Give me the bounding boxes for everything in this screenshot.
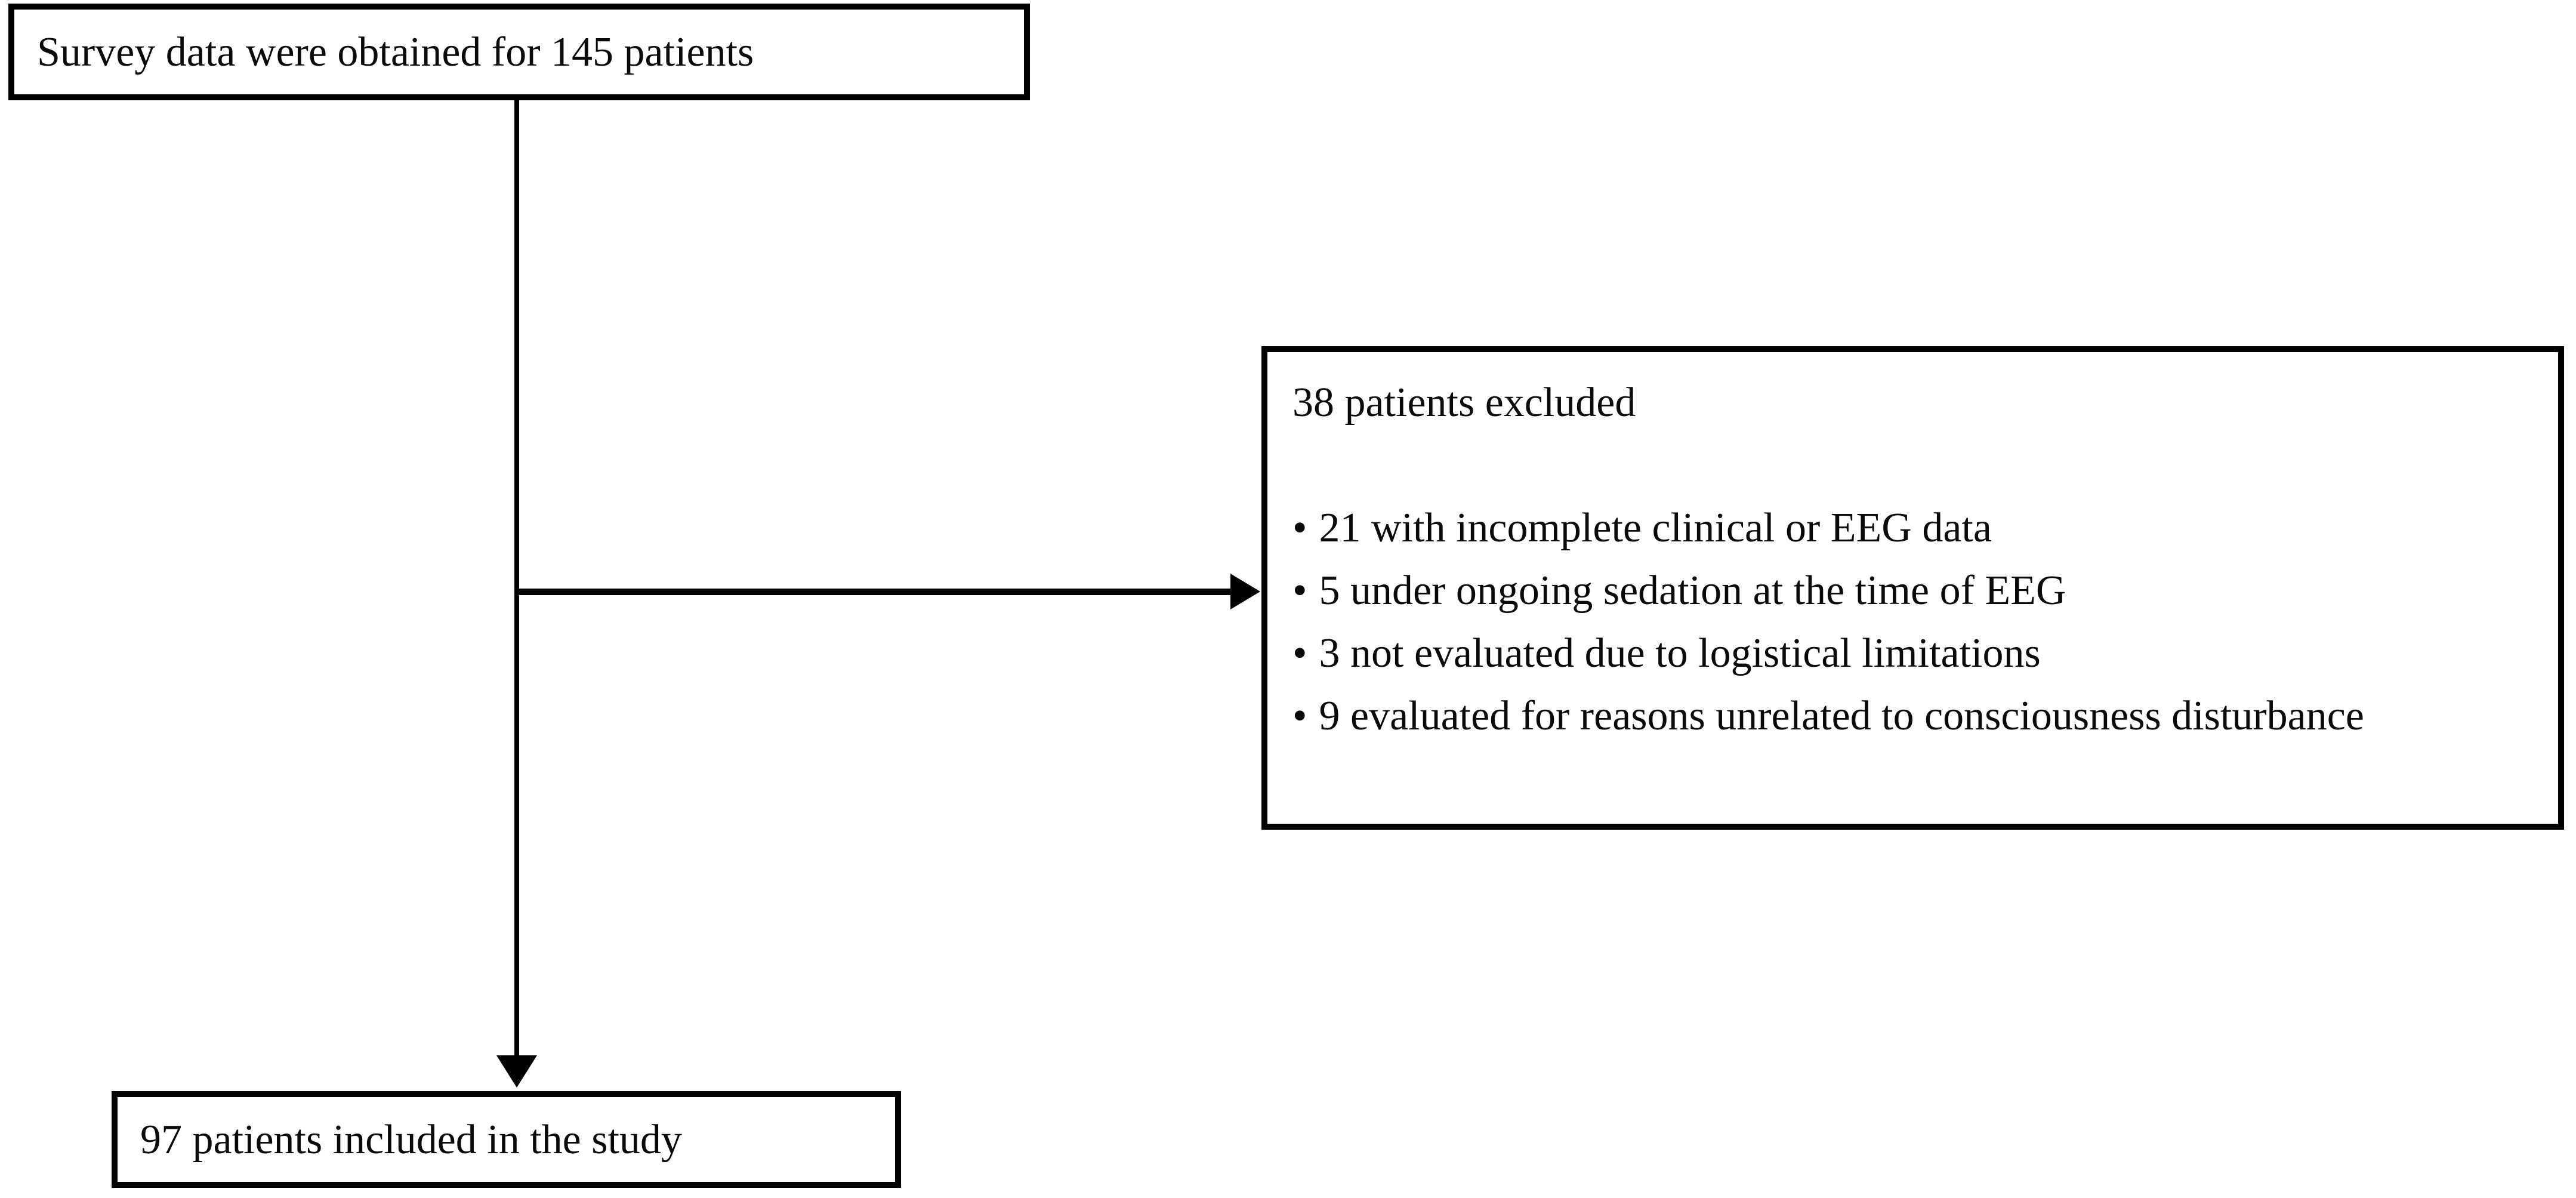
included-patients-box-label: 97 patients included in the study [140, 1116, 682, 1163]
exclusion-item: • 9 evaluated for reasons unrelated to co… [1292, 685, 2533, 747]
exclusion-box: 38 patients excluded • 21 with incomplete… [1261, 346, 2564, 830]
survey-data-box: Survey data were obtained for 145 patien… [8, 4, 1030, 100]
bullet-icon: • [1292, 630, 1307, 676]
exclusion-item-label: 21 with incomplete clinical or EEG data [1319, 505, 1992, 551]
exclusion-box-header: 38 patients excluded [1292, 380, 1636, 426]
included-patients-box: 97 patients included in the study [112, 1091, 901, 1188]
vertical-connector-line [514, 99, 519, 1059]
bullet-icon: • [1292, 568, 1307, 614]
exclusion-item: • 21 with incomplete clinical or EEG data [1292, 497, 2533, 559]
exclusion-item-label: 5 under ongoing sedation at the time of … [1319, 568, 2066, 614]
exclusion-item: • 3 not evaluated due to logistical limit… [1292, 622, 2533, 685]
arrowhead-down-icon [496, 1055, 537, 1088]
exclusion-item: • 5 under ongoing sedation at the time of… [1292, 559, 2533, 622]
bullet-icon: • [1292, 505, 1307, 551]
exclusion-item-label: 9 evaluated for reasons unrelated to con… [1319, 693, 2364, 739]
horizontal-connector-line [517, 589, 1240, 595]
blank-line [1292, 434, 2533, 497]
bullet-icon: • [1292, 693, 1307, 739]
arrowhead-right-icon [1230, 574, 1260, 609]
exclusion-item-label: 3 not evaluated due to logistical limita… [1319, 630, 2041, 676]
survey-data-box-label: Survey data were obtained for 145 patien… [37, 29, 754, 75]
